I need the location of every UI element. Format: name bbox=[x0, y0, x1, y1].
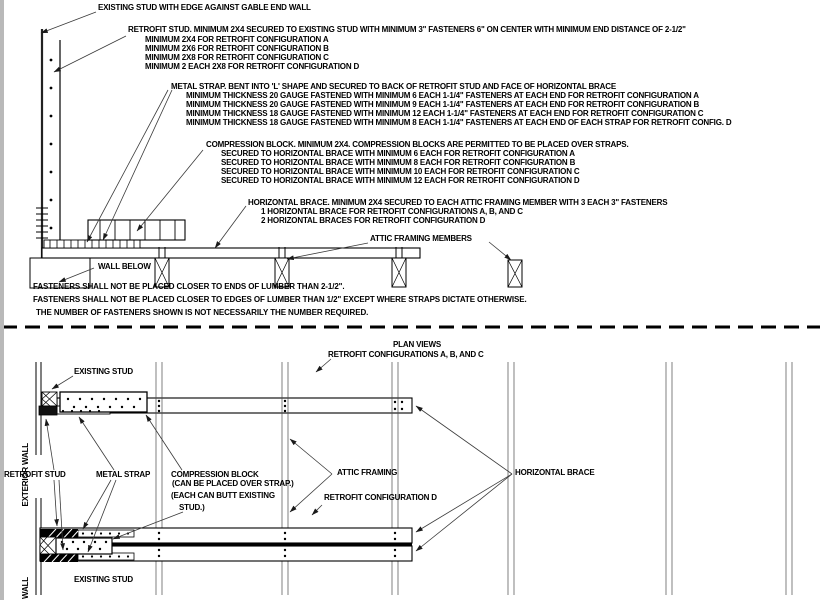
compression-block-plan-abc bbox=[59, 391, 148, 413]
fastener-dots-plan-d bbox=[60, 531, 397, 558]
label-horizontal-brace-plan: HORIZONTAL BRACE bbox=[515, 468, 595, 477]
label-compression-config-b: SECURED TO HORIZONTAL BRACE WITH MINIMUM… bbox=[221, 158, 576, 167]
existing-stud-hatch-abc bbox=[41, 391, 58, 407]
elevation-view bbox=[29, 11, 523, 289]
strap-fastener-ticks bbox=[49, 240, 135, 248]
label-wall-below: WALL BELOW bbox=[98, 262, 151, 271]
label-existing-stud-top: EXISTING STUD bbox=[74, 367, 133, 376]
compression-block-plan-d bbox=[55, 537, 113, 555]
compression-block-elevation bbox=[87, 219, 186, 241]
label-metal-strap-plan: METAL STRAP bbox=[96, 470, 151, 479]
retrofit-stud-plan-abc bbox=[38, 405, 58, 416]
stud-fastener-dots bbox=[49, 58, 53, 230]
elevation-leader-lines bbox=[40, 11, 512, 283]
retrofit-stud-top-hatch bbox=[43, 528, 79, 543]
label-retrofit-configuration-d: RETROFIT CONFIGURATION D bbox=[324, 493, 437, 502]
label-compression-block-plan: COMPRESSION BLOCK bbox=[171, 470, 259, 479]
label-compression-config-a: SECURED TO HORIZONTAL BRACE WITH MINIMUM… bbox=[221, 149, 575, 158]
plan-view-d bbox=[39, 527, 413, 563]
note-fastener-count: THE NUMBER OF FASTENERS SHOWN IS NOT NEC… bbox=[36, 308, 369, 317]
label-attic-framing-members: ATTIC FRAMING MEMBERS bbox=[370, 234, 472, 243]
strap-vertical-leg-ticks bbox=[36, 207, 48, 239]
label-retrofit-config-c: MINIMUM 2X8 FOR RETROFIT CONFIGURATION C bbox=[145, 53, 329, 62]
label-brace-abc: 1 HORIZONTAL BRACE FOR RETROFIT CONFIGUR… bbox=[261, 207, 523, 216]
label-retrofit-config-a: MINIMUM 2X4 FOR RETROFIT CONFIGURATION A bbox=[145, 35, 329, 44]
label-brace-d: 2 HORIZONTAL BRACES FOR RETROFIT CONFIGU… bbox=[261, 216, 486, 225]
label-compression-config-d: SECURED TO HORIZONTAL BRACE WITH MINIMUM… bbox=[221, 176, 580, 185]
label-exterior-wall-bottom: EXTERIOR WALL bbox=[21, 577, 30, 600]
scan-edge-artifact bbox=[0, 0, 4, 600]
label-compression-note-2: (EACH CAN BUTT EXISTING bbox=[171, 491, 275, 500]
label-retrofit-config-d: MINIMUM 2 EACH 2X8 FOR RETROFIT CONFIGUR… bbox=[145, 62, 360, 71]
label-strap-config-a: MINIMUM THICKNESS 20 GAUGE FASTENED WITH… bbox=[186, 91, 699, 100]
note-fastener-ends: FASTENERS SHALL NOT BE PLACED CLOSER TO … bbox=[33, 282, 345, 291]
plan-views-title: PLAN VIEWS bbox=[393, 340, 441, 349]
horizontal-brace-elevation bbox=[41, 247, 421, 259]
compression-block-ticks bbox=[99, 220, 176, 240]
label-strap-config-b: MINIMUM THICKNESS 20 GAUGE FASTENED WITH… bbox=[186, 100, 700, 109]
label-existing-stud-bottom: EXISTING STUD bbox=[74, 575, 133, 584]
plan-views-subtitle: RETROFIT CONFIGURATIONS A, B, AND C bbox=[328, 350, 484, 359]
label-retrofit-stud-title: RETROFIT STUD. MINIMUM 2X4 SECURED TO EX… bbox=[128, 25, 686, 34]
plan-views bbox=[35, 358, 793, 595]
retrofit-stud-bottom-hatch bbox=[43, 548, 79, 563]
plan-view-abc bbox=[38, 391, 413, 416]
label-retrofit-config-b: MINIMUM 2X6 FOR RETROFIT CONFIGURATION B bbox=[145, 44, 329, 53]
label-compression-block-title: COMPRESSION BLOCK. MINIMUM 2X4. COMPRESS… bbox=[206, 140, 629, 149]
label-compression-config-c: SECURED TO HORIZONTAL BRACE WITH MINIMUM… bbox=[221, 167, 580, 176]
label-strap-config-d: MINIMUM THICKNESS 18 GAUGE FASTENED WITH… bbox=[186, 118, 732, 127]
label-compression-note-3: STUD.) bbox=[179, 503, 205, 512]
existing-stud-hatch-d bbox=[39, 536, 57, 555]
label-retrofit-stud-plan: RETROFIT STUD bbox=[4, 470, 66, 479]
label-metal-strap-title: METAL STRAP. BENT INTO 'L' SHAPE AND SEC… bbox=[171, 82, 616, 91]
label-horizontal-brace-title: HORIZONTAL BRACE. MINIMUM 2X4 SECURED TO… bbox=[248, 198, 668, 207]
label-existing-stud-wall: EXISTING STUD WITH EDGE AGAINST GABLE EN… bbox=[98, 3, 311, 12]
attic-framing-members-elevation bbox=[154, 247, 523, 288]
label-compression-note-1: (CAN BE PLACED OVER STRAP.) bbox=[172, 479, 294, 488]
label-strap-config-c: MINIMUM THICKNESS 18 GAUGE FASTENED WITH… bbox=[186, 109, 704, 118]
fastener-dots-plan-abc bbox=[61, 397, 404, 413]
plan-leader-lines bbox=[44, 358, 513, 553]
note-fastener-edges: FASTENERS SHALL NOT BE PLACED CLOSER TO … bbox=[33, 295, 527, 304]
label-attic-framing-plan: ATTIC FRAMING bbox=[337, 468, 398, 477]
metal-strap-top-plan-d bbox=[77, 529, 135, 538]
